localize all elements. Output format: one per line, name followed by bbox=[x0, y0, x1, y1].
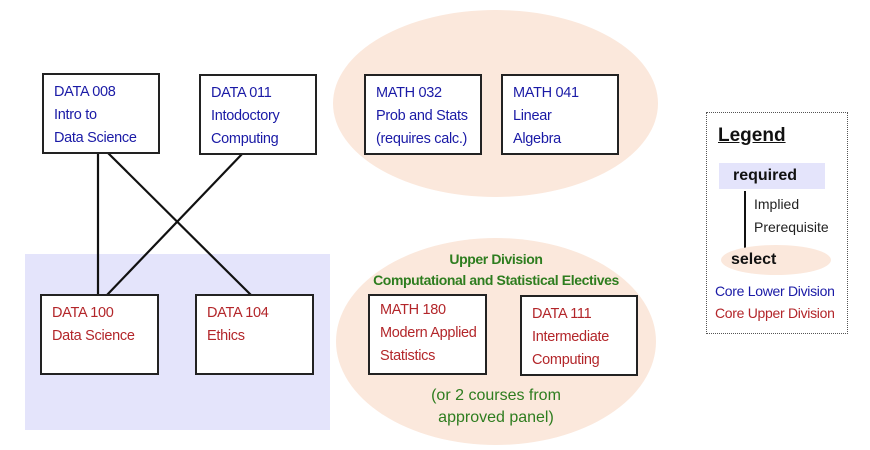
electives-note-line1: (or 2 courses from bbox=[431, 387, 561, 404]
course-title: Statistics bbox=[380, 348, 436, 364]
course-title: (requires calc.) bbox=[376, 131, 468, 147]
course-data-100: DATA 100 Data Science bbox=[40, 294, 159, 375]
legend-implied-line2: Prerequisite bbox=[754, 219, 829, 235]
course-code: DATA 011 bbox=[211, 85, 272, 101]
legend-core-lower: Core Lower Division bbox=[715, 283, 835, 299]
course-code: MATH 180 bbox=[380, 302, 446, 318]
course-code: DATA 008 bbox=[54, 84, 116, 100]
course-title: Data Science bbox=[54, 130, 137, 146]
electives-note: (or 2 courses from approved panel) bbox=[336, 385, 656, 429]
electives-note-line2: approved panel) bbox=[438, 409, 554, 426]
legend-select-swatch: select bbox=[721, 245, 831, 275]
legend-implied-prerequisite: Implied Prerequisite bbox=[754, 193, 829, 239]
legend-core-upper: Core Upper Division bbox=[715, 305, 835, 321]
course-data-111: DATA 111 Intermediate Computing bbox=[520, 295, 638, 376]
course-title: Modern Applied bbox=[380, 325, 477, 341]
legend-title: Legend bbox=[718, 125, 786, 146]
electives-heading: Upper Division Computational and Statist… bbox=[336, 249, 656, 291]
course-data-011: DATA 011 Intodoctory Computing bbox=[199, 74, 317, 155]
legend-required-swatch: required bbox=[719, 163, 825, 189]
course-data-008: DATA 008 Intro to Data Science bbox=[42, 73, 160, 154]
course-math-032: MATH 032 Prob and Stats (requires calc.) bbox=[364, 74, 482, 155]
course-title: Linear bbox=[513, 108, 552, 124]
course-title: Algebra bbox=[513, 131, 561, 147]
edge-data011-data100 bbox=[106, 152, 244, 296]
course-math-180: MATH 180 Modern Applied Statistics bbox=[368, 294, 487, 375]
course-code: MATH 032 bbox=[376, 85, 442, 101]
course-title: Intro to bbox=[54, 107, 97, 123]
legend-prerequisite-line bbox=[744, 191, 746, 255]
legend: Legend required Implied Prerequisite sel… bbox=[706, 112, 848, 334]
course-math-041: MATH 041 Linear Algebra bbox=[501, 74, 619, 155]
course-code: DATA 111 bbox=[532, 306, 592, 322]
legend-implied-line1: Implied bbox=[754, 196, 800, 212]
course-title: Intodoctory bbox=[211, 108, 280, 124]
course-title: Computing bbox=[532, 352, 600, 368]
course-title: Prob and Stats bbox=[376, 108, 468, 124]
electives-heading-line1: Upper Division bbox=[449, 251, 543, 267]
course-title: Intermediate bbox=[532, 329, 609, 345]
course-code: DATA 100 bbox=[52, 305, 114, 321]
course-code: DATA 104 bbox=[207, 305, 269, 321]
course-code: MATH 041 bbox=[513, 85, 579, 101]
electives-heading-line2: Computational and Statistical Electives bbox=[373, 272, 619, 288]
course-title: Ethics bbox=[207, 328, 245, 344]
course-data-104: DATA 104 Ethics bbox=[195, 294, 314, 375]
edge-data008-data104 bbox=[107, 152, 252, 296]
course-title: Data Science bbox=[52, 328, 135, 344]
course-title: Computing bbox=[211, 131, 279, 147]
